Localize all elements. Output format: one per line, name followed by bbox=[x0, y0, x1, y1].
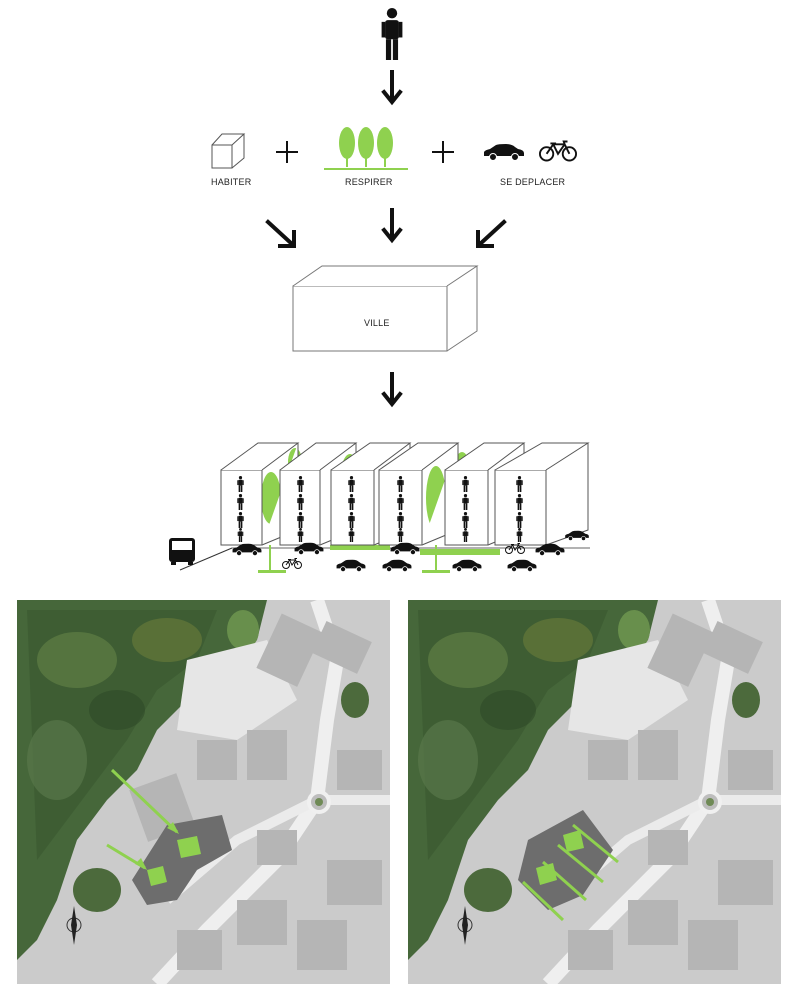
person-icon bbox=[381, 8, 403, 60]
aerial-map-left bbox=[17, 600, 390, 984]
cube-icon bbox=[211, 133, 246, 169]
bus-icon bbox=[169, 538, 195, 565]
car-icon bbox=[483, 143, 525, 161]
plus-sign-2 bbox=[432, 141, 454, 163]
label-ville: VILLE bbox=[364, 318, 390, 328]
label-respirer: RESPIRER bbox=[345, 177, 393, 187]
city-section-illustration bbox=[169, 442, 590, 573]
ville-box bbox=[292, 265, 479, 352]
project-buildings bbox=[518, 810, 613, 910]
arrow-diagonal-left-icon bbox=[265, 219, 296, 248]
label-se-deplacer: SE DEPLACER bbox=[500, 177, 566, 187]
aerial-map-right bbox=[408, 600, 781, 984]
concept-diagram bbox=[169, 8, 590, 573]
arrow-down-icon bbox=[384, 70, 400, 102]
arrow-diagonal-right-icon bbox=[476, 219, 507, 248]
project-buildings bbox=[132, 815, 232, 905]
arrow-down-icon bbox=[384, 208, 400, 240]
trees-icon bbox=[324, 127, 408, 170]
arrow-down-icon bbox=[384, 372, 400, 404]
plus-sign-1 bbox=[276, 141, 298, 163]
compass-icon bbox=[66, 906, 82, 945]
compass-icon bbox=[457, 906, 473, 945]
label-habiter: HABITER bbox=[211, 177, 252, 187]
bicycle-icon bbox=[539, 140, 577, 162]
